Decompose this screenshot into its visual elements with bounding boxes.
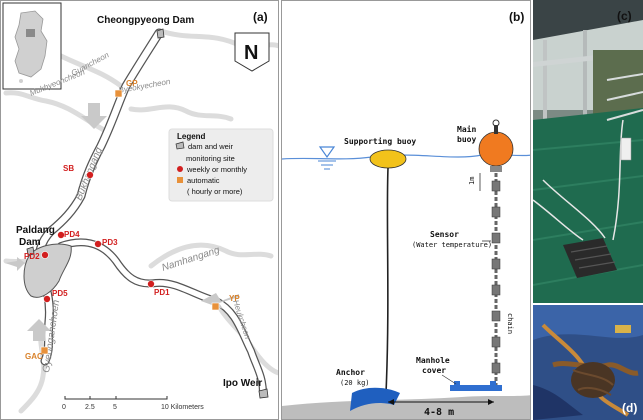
deck-photo-illustration: (c) xyxy=(533,0,643,303)
site-label-pd2: PD2 xyxy=(24,252,40,261)
buoy-schematic: (b) Supporting buoy Main buoy 1m xyxy=(282,10,530,419)
auto-site-marker xyxy=(114,89,123,98)
manhole-label: Manhole xyxy=(416,356,450,365)
dam-icon xyxy=(26,246,35,256)
flow-arrow-icon xyxy=(5,257,25,271)
scale-tick-10: 10 Kilometers xyxy=(161,404,204,411)
distance-arrow xyxy=(388,399,494,405)
sensor xyxy=(491,258,501,270)
main-rivers xyxy=(23,28,267,397)
auto-site-marker xyxy=(40,346,49,355)
sensor-sub-label: (Water temperature) xyxy=(412,241,492,249)
legend-hourly: ( hourly or more) xyxy=(187,187,243,196)
auto-site-label-yp: YP xyxy=(229,294,240,303)
scale-bar: 0 2.5 5 10 Kilometers xyxy=(62,396,204,411)
sensor xyxy=(491,206,501,218)
manhole-handle xyxy=(490,381,496,385)
supporting-buoy xyxy=(369,149,407,169)
sensor-label: Sensor xyxy=(430,230,459,239)
panel-label-a: (a) xyxy=(253,10,268,24)
lake-bottom xyxy=(282,395,530,419)
chain-label: chain xyxy=(506,313,514,334)
sensor xyxy=(491,284,501,296)
map-panel: N (a) Cheongpyeong Dam Paldang Dam Ipo W… xyxy=(0,0,279,420)
dam-icon xyxy=(156,28,165,39)
site-marker xyxy=(147,280,155,288)
sensor xyxy=(491,310,501,322)
korea-inset-map xyxy=(2,2,62,90)
sensor xyxy=(491,232,501,244)
scale-tick-0: 0 xyxy=(62,404,66,411)
panel-label-c: (c) xyxy=(617,9,632,23)
paldang-label: Paldang xyxy=(16,225,55,236)
paldang-dam-label: Dam xyxy=(19,237,41,248)
dam-icon xyxy=(258,388,269,399)
main-buoy-label-2: buoy xyxy=(457,135,476,144)
site-marker xyxy=(43,295,51,303)
scale-tick-5: 5 xyxy=(113,404,117,411)
panel-label-d: (d) xyxy=(622,401,637,415)
buoy-diagram-panel: (b) Supporting buoy Main buoy 1m xyxy=(281,0,531,420)
main-buoy-label: Main xyxy=(457,124,476,134)
supporting-buoy-label: Supporting buoy xyxy=(344,136,416,146)
site-label-pd1: PD1 xyxy=(154,288,170,297)
weekly-legend-icon xyxy=(177,166,183,172)
site-label-pd4: PD4 xyxy=(64,230,80,239)
flow-arrow-icon xyxy=(81,103,107,129)
manhole-cover xyxy=(450,385,502,391)
auto-site-label-gac: GAC xyxy=(25,352,43,361)
manhole-pointer xyxy=(441,374,457,385)
site-marker xyxy=(94,240,102,248)
auto-site-marker xyxy=(211,302,220,311)
legend-title: Legend xyxy=(177,132,206,141)
monitoring-sites: SB PD4 PD3 PD2 PD5 PD1 xyxy=(24,164,170,303)
sensor-chain xyxy=(491,173,501,386)
site-marker xyxy=(41,251,49,259)
ipo-weir-label: Ipo Weir xyxy=(223,378,262,389)
anchor-label: Anchor xyxy=(336,368,365,377)
site-label-sb: SB xyxy=(63,164,74,173)
anchor-icon xyxy=(350,387,400,411)
dam-legend-icon xyxy=(175,141,185,150)
site-label-pd5: PD5 xyxy=(52,289,68,298)
one-m-label: 1m xyxy=(468,177,476,185)
legend-weekly: weekly or monthly xyxy=(186,165,247,174)
sensor-photo: (d) xyxy=(533,305,643,420)
study-area-map: N (a) Cheongpyeong Dam Paldang Dam Ipo W… xyxy=(2,2,278,414)
north-label: N xyxy=(244,42,258,64)
flow-arrow-icon xyxy=(201,293,239,309)
anchor-line xyxy=(385,167,389,394)
site-label-pd3: PD3 xyxy=(102,238,118,247)
panel-label-b: (b) xyxy=(509,10,524,24)
main-buoy xyxy=(478,119,514,172)
deck-photo: (c) xyxy=(533,0,643,303)
flow-arrows xyxy=(5,103,239,341)
site-marker xyxy=(57,231,65,239)
scale-tick-2-5: 2.5 xyxy=(85,404,95,411)
anchor-weight-label: (20 kg) xyxy=(340,379,370,387)
legend-site-title: monitoring site xyxy=(186,154,235,163)
legend: Legend dam and weir monitoring site week… xyxy=(168,128,274,202)
sensor xyxy=(491,336,501,348)
site-marker xyxy=(86,171,94,179)
distance-label: 4-8 m xyxy=(424,407,454,418)
namhangang-label: Namhangang xyxy=(161,245,222,274)
north-arrow-icon: N xyxy=(234,32,270,72)
sensor xyxy=(491,180,501,192)
cheongpyeong-dam-label: Cheongpyeong Dam xyxy=(97,15,194,26)
sensor xyxy=(491,362,501,374)
water-level-icon xyxy=(318,146,336,170)
manhole-label-2: cover xyxy=(422,366,446,375)
sensor-photo-illustration: (d) xyxy=(533,305,643,420)
auto-site-label-gp: GP xyxy=(126,79,138,88)
legend-automatic: automatic xyxy=(187,176,220,185)
automatic-sites: GP YP GAC xyxy=(25,79,240,361)
legend-dam: dam and weir xyxy=(188,142,234,151)
manhole-handle xyxy=(454,381,460,385)
flow-arrow-icon xyxy=(27,319,51,341)
automatic-legend-icon xyxy=(177,177,183,183)
